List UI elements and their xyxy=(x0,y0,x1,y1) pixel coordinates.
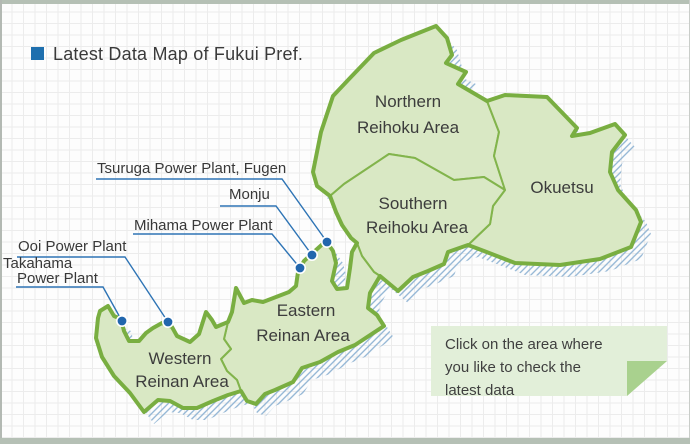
label-tsuruga-power-plant: Tsuruga Power Plant, Fugen xyxy=(97,160,286,177)
note-line3: latest data xyxy=(445,382,515,399)
label-takahama-line2: Power Plant xyxy=(17,270,99,287)
leader-takahama xyxy=(16,286,123,322)
dot-mihama-power-plant xyxy=(293,261,306,274)
leader-mihama xyxy=(133,233,301,269)
dot-monju xyxy=(305,249,318,262)
title-bullet-icon xyxy=(31,47,44,60)
plant-callouts: Tsuruga Power Plant, Fugen Monju Mihama … xyxy=(3,160,333,328)
dot-tsuruga-power-plant xyxy=(320,236,333,249)
frame-bottom-bar xyxy=(0,438,690,444)
label-monju: Monju xyxy=(229,186,270,203)
frame-left-bar xyxy=(0,0,2,444)
label-eastern-reinan-line1: Eastern xyxy=(277,301,336,320)
leader-ooi xyxy=(17,256,169,323)
page-title-row: Latest Data Map of Fukui Pref. xyxy=(31,44,303,65)
label-eastern-reinan-line2: Reinan Area xyxy=(256,326,350,345)
note-line2: you like to check the xyxy=(445,359,581,376)
dot-ooi-power-plant xyxy=(162,315,175,328)
label-okuetsu: Okuetsu xyxy=(530,178,593,197)
coastline xyxy=(94,24,643,414)
label-mihama-power-plant: Mihama Power Plant xyxy=(134,217,273,234)
label-southern-reihoku-line2: Reihoku Area xyxy=(366,218,469,237)
label-takahama-line1: Takahama xyxy=(3,255,73,272)
label-northern-reihoku-line2: Reihoku Area xyxy=(357,118,460,137)
area-labels: Northern Reihoku Area Southern Reihoku A… xyxy=(135,92,593,391)
page-title: Latest Data Map of Fukui Pref. xyxy=(53,44,304,64)
leader-tsuruga xyxy=(96,178,328,243)
frame-top-bar xyxy=(0,0,690,4)
label-ooi-power-plant: Ooi Power Plant xyxy=(18,238,127,255)
label-northern-reihoku-line1: Northern xyxy=(375,92,441,111)
dot-takahama-power-plant xyxy=(116,314,129,327)
note-line1: Click on the area where xyxy=(445,336,603,353)
label-western-reinan-line1: Western xyxy=(149,349,212,368)
label-southern-reihoku-line1: Southern xyxy=(379,194,448,213)
leader-monju xyxy=(220,205,313,256)
label-western-reinan-line2: Reinan Area xyxy=(135,372,229,391)
